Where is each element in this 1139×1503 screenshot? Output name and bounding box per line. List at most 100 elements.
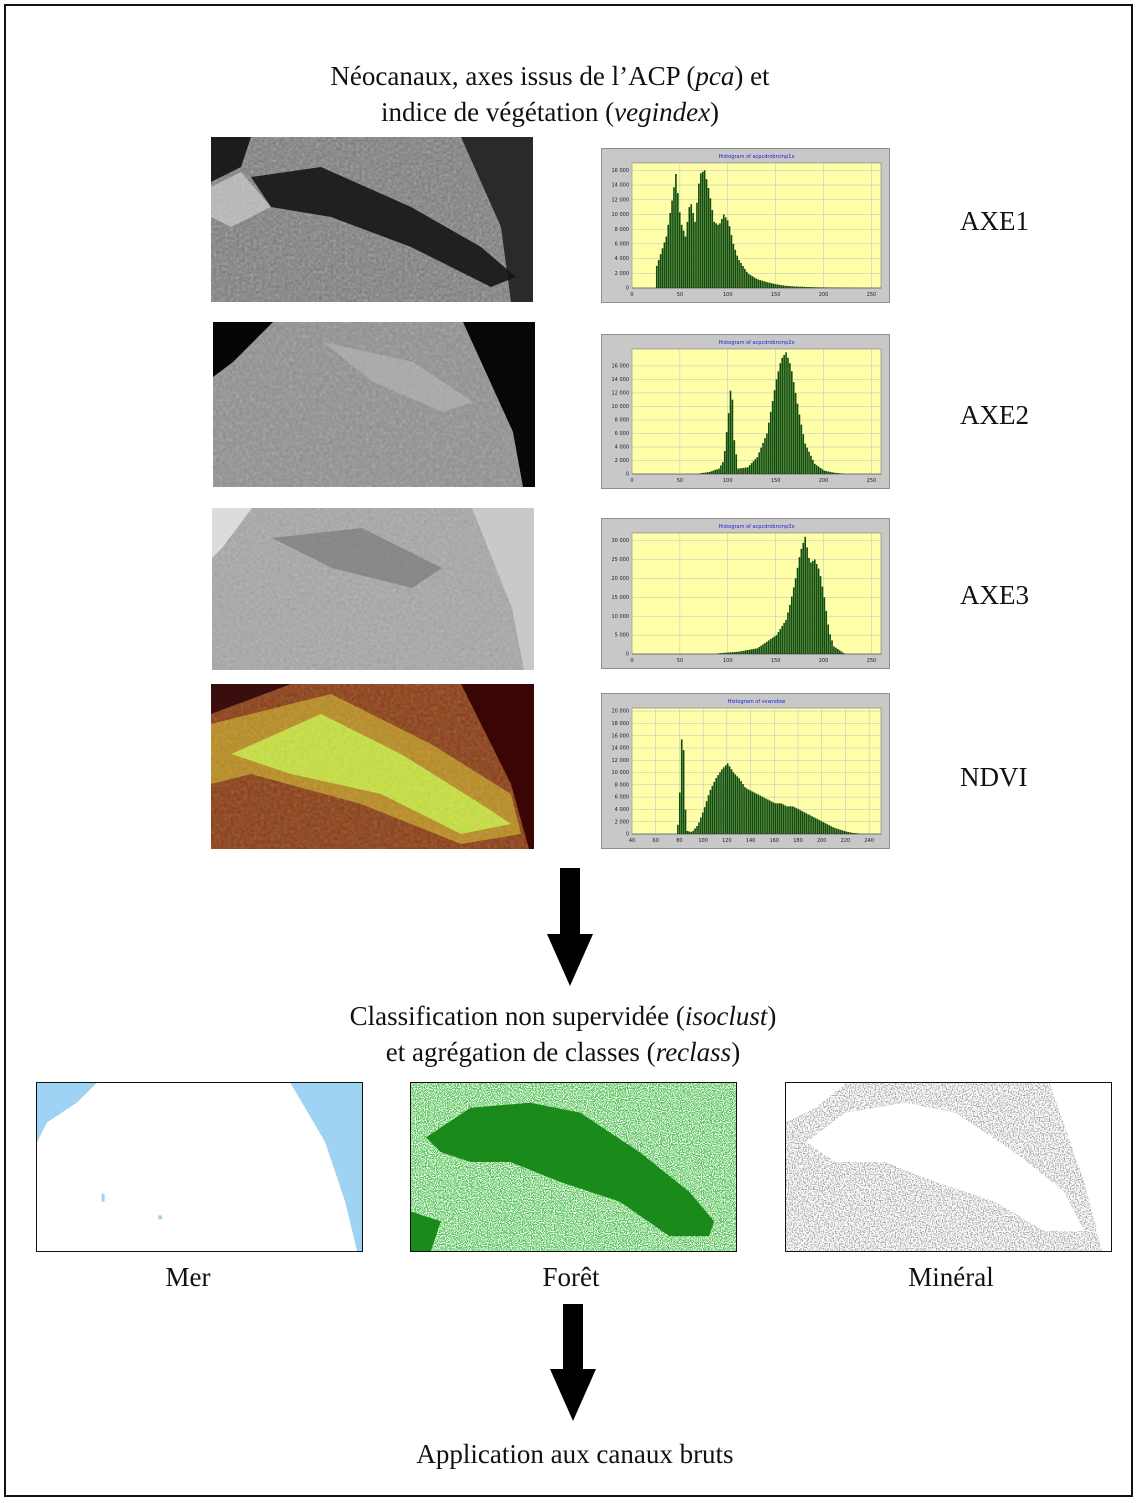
histogram-bar	[723, 451, 726, 474]
histogram-bar	[784, 805, 786, 834]
histogram-bar	[785, 352, 787, 474]
histogram-bar	[661, 248, 664, 288]
histogram-bar	[767, 422, 770, 474]
histogram-bar	[732, 243, 735, 288]
histogram-bar	[734, 249, 737, 288]
histogram-bar	[722, 214, 725, 288]
histogram-bar	[677, 824, 679, 834]
histogram-bar	[721, 769, 723, 834]
class-map-mer	[36, 1082, 363, 1252]
histogram-bar	[754, 459, 757, 474]
histogram-bar	[757, 794, 760, 834]
histogram-bar	[700, 473, 703, 474]
histogram-bar	[706, 472, 709, 474]
y-tick-label: 4 000	[615, 256, 629, 262]
histogram-bar	[807, 287, 809, 288]
histogram-bar	[804, 536, 807, 654]
histogram-bar	[731, 399, 734, 474]
histogram-bar	[773, 390, 776, 474]
histogram-bar	[771, 637, 774, 654]
histogram-bar	[770, 283, 773, 288]
histogram-bar	[725, 432, 728, 474]
class-map-foret	[410, 1082, 737, 1252]
histogram-bar	[780, 803, 783, 834]
histogram-bar	[811, 287, 813, 288]
histogram-bar	[837, 829, 840, 834]
histogram-bar	[692, 213, 694, 288]
histogram-bar	[724, 765, 727, 834]
histogram-bar	[780, 285, 783, 288]
histogram-bar	[758, 452, 761, 474]
histogram-bar	[786, 285, 788, 288]
histogram-bar	[715, 223, 717, 288]
histogram-bar	[760, 645, 762, 654]
histogram-bar	[813, 287, 815, 288]
histogram-bar	[764, 438, 766, 474]
histogram-bar	[760, 447, 762, 474]
histogram-bar	[825, 610, 828, 654]
histogram-bar	[798, 414, 801, 474]
row-label-axe2: AXE2	[960, 400, 1029, 430]
x-tick-label: 160	[770, 838, 780, 844]
histogram-bar	[835, 647, 837, 654]
histogram-bar	[690, 204, 693, 288]
histogram-bar	[790, 286, 792, 288]
histogram-bar	[707, 795, 710, 834]
histogram-bar	[657, 260, 660, 288]
class-label-mineral: Minéral	[908, 1262, 994, 1292]
histogram-bar	[813, 463, 816, 474]
histogram-bar	[709, 198, 712, 288]
histogram-bar	[739, 468, 741, 474]
histogram-bar	[822, 822, 825, 834]
histogram-bar	[735, 651, 738, 654]
histogram-bar	[744, 787, 746, 834]
class-label-foret: Forêt	[542, 1262, 600, 1292]
histogram-bar	[805, 286, 807, 288]
histogram-bar	[715, 778, 717, 834]
x-tick-label: 50	[677, 478, 683, 484]
histogram-title: Histogram of acpcdrobrcmp2x	[719, 340, 795, 346]
histogram-bar	[680, 224, 683, 288]
histogram-bar	[756, 648, 759, 654]
histogram-bar	[809, 287, 811, 288]
plot-area	[631, 348, 882, 475]
histogram-bar	[797, 809, 800, 834]
histogram-bar	[746, 467, 749, 474]
histogram-bar	[797, 286, 800, 288]
histogram-bar	[790, 596, 793, 654]
histogram-bar	[678, 792, 681, 834]
histogram-bar	[673, 187, 675, 288]
histogram-bar	[755, 278, 758, 288]
histogram-bar	[819, 467, 822, 474]
histogram-bar	[750, 649, 753, 654]
histogram-bar	[767, 282, 769, 288]
histogram-bar	[810, 562, 812, 654]
histogram-bar	[815, 564, 818, 654]
histogram-bar	[828, 825, 831, 834]
histogram-bar	[677, 193, 679, 288]
histogram-bar	[718, 468, 720, 474]
histogram-bar	[671, 200, 673, 288]
histogram-bar	[849, 832, 852, 834]
histogram-bar	[802, 542, 805, 654]
histogram-bar	[682, 750, 685, 834]
histogram-bar	[701, 171, 704, 288]
histogram-bar	[799, 286, 802, 288]
histogram-bar	[790, 371, 793, 474]
histogram-bar	[723, 652, 726, 654]
y-tick-label: 0	[626, 832, 629, 838]
histogram-bar	[738, 260, 740, 288]
y-tick-label: 5 000	[615, 633, 629, 639]
histogram-bar	[747, 273, 750, 288]
histogram-bar	[803, 812, 806, 834]
histogram-bar	[701, 812, 704, 834]
histogram-bar	[692, 830, 695, 834]
y-tick-label: 6 000	[615, 795, 629, 801]
histogram-bar	[802, 434, 805, 474]
histogram-bar	[790, 806, 792, 834]
histogram-bar	[663, 242, 666, 288]
x-tick-label: 140	[746, 838, 756, 844]
histogram-bar	[733, 440, 736, 474]
histogram-bar	[698, 822, 700, 834]
figure-title: Néocanaux, axes issus de l’ACP (pca) et …	[330, 61, 770, 127]
